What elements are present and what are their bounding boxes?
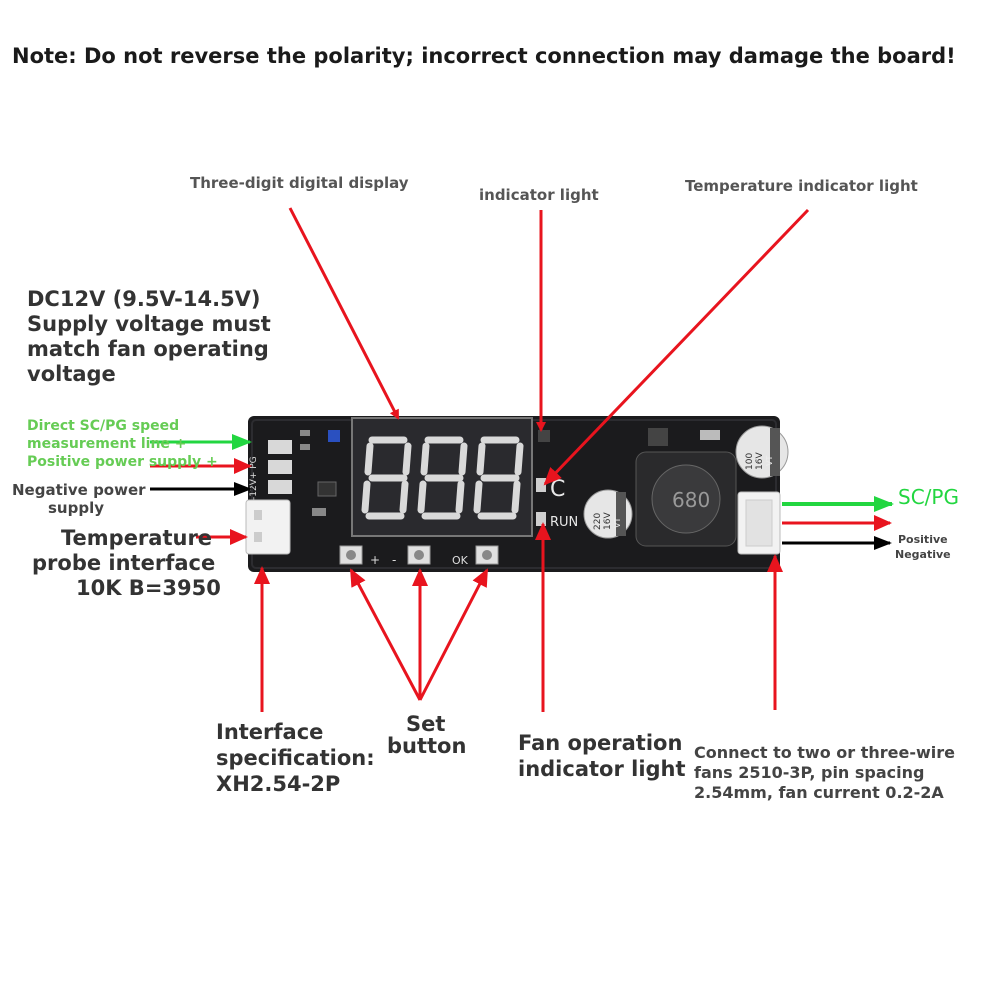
probe-pin xyxy=(254,510,262,520)
led-run-label: RUN xyxy=(550,515,578,530)
label-display: Three-digit digital display xyxy=(190,174,409,192)
cap-big-label-3: VT xyxy=(765,456,774,466)
interface-line-2: specification: xyxy=(216,746,375,770)
ic-chip xyxy=(317,481,337,497)
pin-header-3 xyxy=(268,480,292,494)
negative-label: Negative xyxy=(895,548,951,561)
button-plus-label: + xyxy=(370,553,380,567)
supply-line-1: DC12V (9.5V-14.5V) xyxy=(27,287,261,311)
arrow-temp-indicator xyxy=(543,208,810,486)
display-digit-3 xyxy=(473,436,524,520)
supply-line-4: voltage xyxy=(27,362,116,386)
probe-pin xyxy=(254,532,262,542)
smd-part xyxy=(300,444,310,450)
blue-component xyxy=(328,430,340,442)
run-led xyxy=(536,512,546,526)
set-button-line-1: Set xyxy=(406,712,446,736)
temp-led xyxy=(536,478,546,492)
button-ok-label: OK xyxy=(452,554,469,567)
probe-line-1: Temperature xyxy=(61,526,213,550)
pin-label: -12V+ PG xyxy=(249,456,259,500)
interface-line-1: Interface xyxy=(216,720,324,744)
sc-pg-left-2: measurement line + xyxy=(27,436,187,452)
sc-pg-left-1: Direct SC/PG speed xyxy=(27,418,180,434)
arrow-display xyxy=(288,207,400,420)
fan-connect-line-2: fans 2510-3P, pin spacing xyxy=(694,763,925,782)
button-minus[interactable] xyxy=(407,545,431,565)
pcb-board: -12V+ PG C RUN + xyxy=(245,416,789,572)
label-indicator: indicator light xyxy=(479,186,599,204)
led-c-label: C xyxy=(550,477,565,502)
button-plus[interactable] xyxy=(339,545,363,565)
smd-part xyxy=(300,430,310,436)
mosfet xyxy=(648,428,668,446)
set-button-line-2: button xyxy=(387,734,467,758)
sc-pg-left-3: Positive power supply + xyxy=(27,454,218,470)
button-ok[interactable] xyxy=(475,545,499,565)
smd-part xyxy=(312,508,326,516)
supply-line-2: Supply voltage must xyxy=(27,312,271,336)
pin-header-2 xyxy=(268,460,292,474)
fan-connector-pins xyxy=(745,499,773,547)
pin-header-1 xyxy=(268,440,292,454)
probe-connector xyxy=(245,499,291,555)
fan-connect-line-1: Connect to two or three-wire xyxy=(694,743,956,762)
label-temp-indicator: Temperature indicator light xyxy=(685,177,918,195)
fan-indicator-line-2: indicator light xyxy=(518,757,686,781)
sc-pg-right: SC/PG xyxy=(898,485,959,509)
capacitor-big xyxy=(735,425,789,479)
probe-line-3: 10K B=3950 xyxy=(76,576,221,600)
display-digit-2 xyxy=(417,436,468,520)
inductor-label: 680 xyxy=(672,488,710,512)
inductor xyxy=(635,451,737,547)
neg-power-1: Negative power xyxy=(12,481,146,499)
positive-label: Positive xyxy=(898,533,948,546)
pointer-arrows xyxy=(150,207,894,712)
cap-big-label-2: 16V xyxy=(755,452,765,470)
cap-small-label-1: 220 xyxy=(593,513,603,530)
arrow-set-ok xyxy=(418,568,489,701)
capacitor-small xyxy=(583,489,633,539)
fan-connect-line-3: 2.54mm, fan current 0.2-2A xyxy=(694,783,944,802)
supply-line-3: match fan operating xyxy=(27,337,269,361)
neg-power-2: supply xyxy=(48,499,105,517)
interface-line-3: XH2.54-2P xyxy=(216,772,341,796)
cap-big-label-1: 100 xyxy=(745,453,755,470)
probe-line-2: probe interface xyxy=(32,551,216,575)
cap-small-label-3: VT xyxy=(613,518,622,528)
button-minus-label: - xyxy=(392,553,396,567)
cap-small-label-2: 16V xyxy=(603,512,613,530)
arrow-set-plus xyxy=(349,568,422,701)
indicator-led xyxy=(538,430,550,442)
fan-indicator-line-1: Fan operation xyxy=(518,731,683,755)
warning-note: Note: Do not reverse the polarity; incor… xyxy=(12,44,956,68)
resistor xyxy=(700,430,720,440)
display-digit-1 xyxy=(361,436,412,520)
